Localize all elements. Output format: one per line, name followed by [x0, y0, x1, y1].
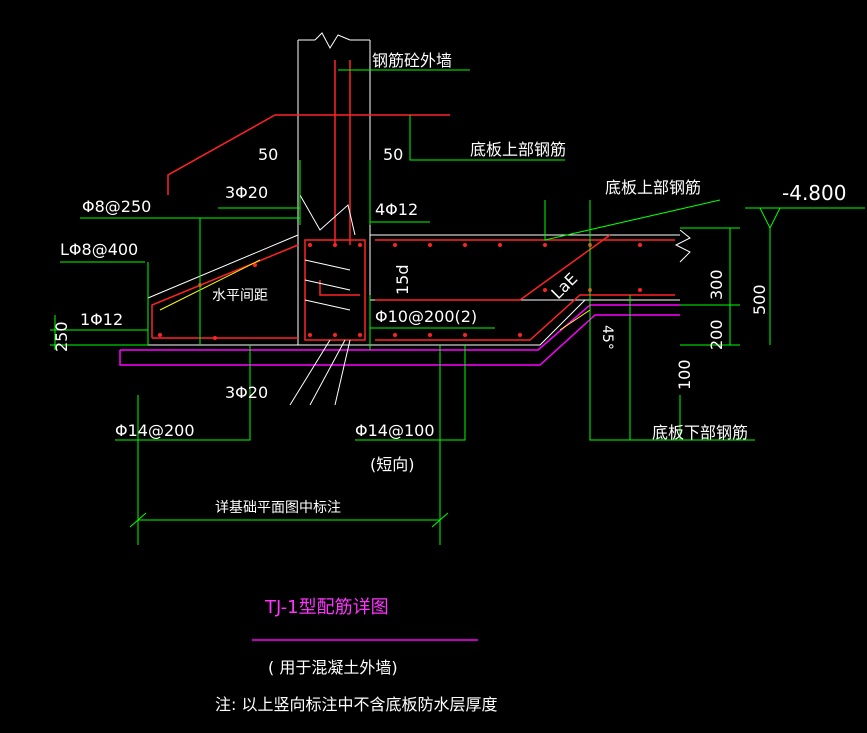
- label-dim-200: 200: [707, 319, 726, 350]
- label-phi10-200: Φ10@200(2): [375, 307, 477, 326]
- drawing-title: TJ-1型配筋详图: [264, 597, 389, 618]
- label-3phi20-top: 3Φ20: [225, 183, 268, 202]
- label-slab-top-rebar-1: 底板上部钢筋: [470, 140, 566, 159]
- label-phi8-250: Φ8@250: [82, 197, 151, 216]
- label-phi14-100: Φ14@100: [355, 421, 435, 440]
- wall-vertical-rebar-top: [167, 114, 450, 195]
- label-dim-45: 45°: [599, 325, 615, 350]
- label-1phi12: 1Φ12: [80, 310, 123, 329]
- label-see-plan: 详基础平面图中标注: [215, 499, 341, 516]
- label-wall: 钢筋砼外墙: [372, 51, 452, 70]
- label-15d: 15d: [393, 264, 412, 295]
- label-4phi12: 4Φ12: [375, 200, 418, 219]
- label-horizontal-spacing: 水平间距: [212, 288, 268, 304]
- label-dim-50-right: 50: [383, 145, 403, 164]
- drawing-note: 注: 以上竖向标注中不含底板防水层厚度: [215, 695, 497, 714]
- drawing-subtitle: ( 用于混凝土外墙): [268, 658, 398, 677]
- label-dim-50-left: 50: [258, 145, 278, 164]
- label-dim-500: 500: [750, 284, 769, 315]
- hatch-lines: [159, 259, 591, 331]
- label-dim-100: 100: [675, 359, 694, 390]
- wall-outline: [297, 32, 371, 235]
- label-elevation: -4.800: [782, 181, 846, 205]
- label-slab-top-rebar-2: 底板上部钢筋: [605, 178, 701, 197]
- label-dim-250: 250: [52, 321, 71, 352]
- slab-bottom-rebar: [375, 294, 675, 341]
- label-dim-300: 300: [707, 269, 726, 300]
- label-3phi20-bottom: 3Φ20: [225, 383, 268, 402]
- rebar-dots: [158, 243, 642, 340]
- label-short-direction: (短向): [370, 455, 415, 474]
- label-slab-bottom-rebar: 底板下部钢筋: [652, 423, 748, 442]
- stirrup-box: [304, 239, 366, 341]
- leader-lines: [289, 194, 356, 406]
- label-lphi8-400: LΦ8@400: [60, 240, 138, 259]
- dimension-lines: [50, 69, 865, 545]
- label-phi14-200: Φ14@200: [115, 421, 195, 440]
